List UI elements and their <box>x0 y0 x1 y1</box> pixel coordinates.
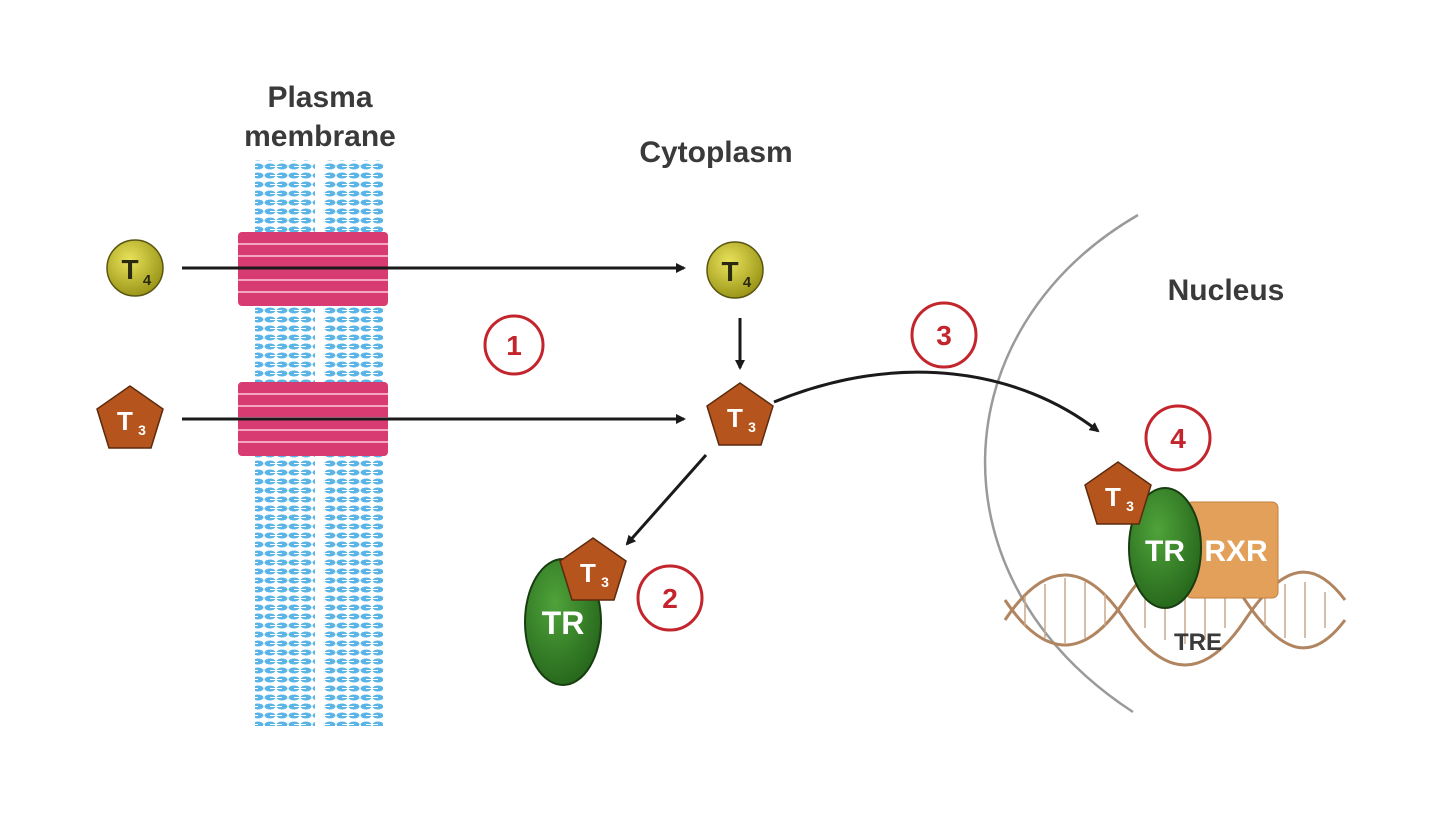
t3-to-nucleus-arrow <box>773 370 1100 433</box>
tr-rxr-complex-nucleus: RXR TR T 3 <box>1084 461 1279 609</box>
plasma-membrane-label-line2: membrane <box>244 120 396 153</box>
t3-hormone-cytoplasm: T 3 <box>706 382 774 446</box>
svg-text:T: T <box>1105 482 1121 512</box>
t3-bound <box>559 537 627 601</box>
plasma-membrane-label-line1: Plasma <box>267 81 372 114</box>
plasma-membrane-label: Plasma membrane <box>244 81 396 153</box>
step-4-marker: 4 <box>1144 404 1212 472</box>
svg-text:T: T <box>117 406 133 436</box>
svg-text:T: T <box>580 558 596 588</box>
t3-hormone-extracellular: T 3 <box>96 385 164 449</box>
svg-text:3: 3 <box>601 574 609 590</box>
svg-text:3: 3 <box>1126 498 1134 514</box>
rxr-label: RXR <box>1204 535 1268 568</box>
tre-label: TRE <box>1174 629 1222 656</box>
svg-text:T: T <box>727 403 743 433</box>
svg-text:4: 4 <box>743 274 752 291</box>
svg-text:1: 1 <box>506 330 522 361</box>
t3-bound-nuclear <box>1084 461 1152 525</box>
t4-hormone-cytoplasm: T 4 <box>706 241 764 299</box>
tr-receptor-nuclear <box>1128 487 1202 609</box>
step-1-marker: 1 <box>483 314 545 376</box>
svg-text:4: 4 <box>143 272 152 289</box>
svg-text:3: 3 <box>748 419 756 435</box>
nucleus-label: Nucleus <box>1168 274 1285 307</box>
t3-to-tr-arrow <box>625 454 708 546</box>
tr-label: TR <box>542 605 585 641</box>
cytoplasm-label: Cytoplasm <box>639 136 792 169</box>
svg-text:T: T <box>121 254 138 285</box>
svg-text:3: 3 <box>936 320 952 351</box>
svg-text:3: 3 <box>138 422 146 438</box>
t4-hormone-extracellular: T 4 <box>106 239 164 297</box>
svg-text:4: 4 <box>1170 423 1186 454</box>
nuclear-envelope <box>983 213 1139 714</box>
svg-text:2: 2 <box>662 583 678 614</box>
svg-text:T: T <box>721 256 738 287</box>
tr-label-nuclear: TR <box>1145 535 1185 568</box>
tr-t3-complex-cytoplasm: TR T 3 <box>524 537 627 686</box>
step-2-marker: 2 <box>636 564 704 632</box>
step-3-marker: 3 <box>910 301 978 369</box>
